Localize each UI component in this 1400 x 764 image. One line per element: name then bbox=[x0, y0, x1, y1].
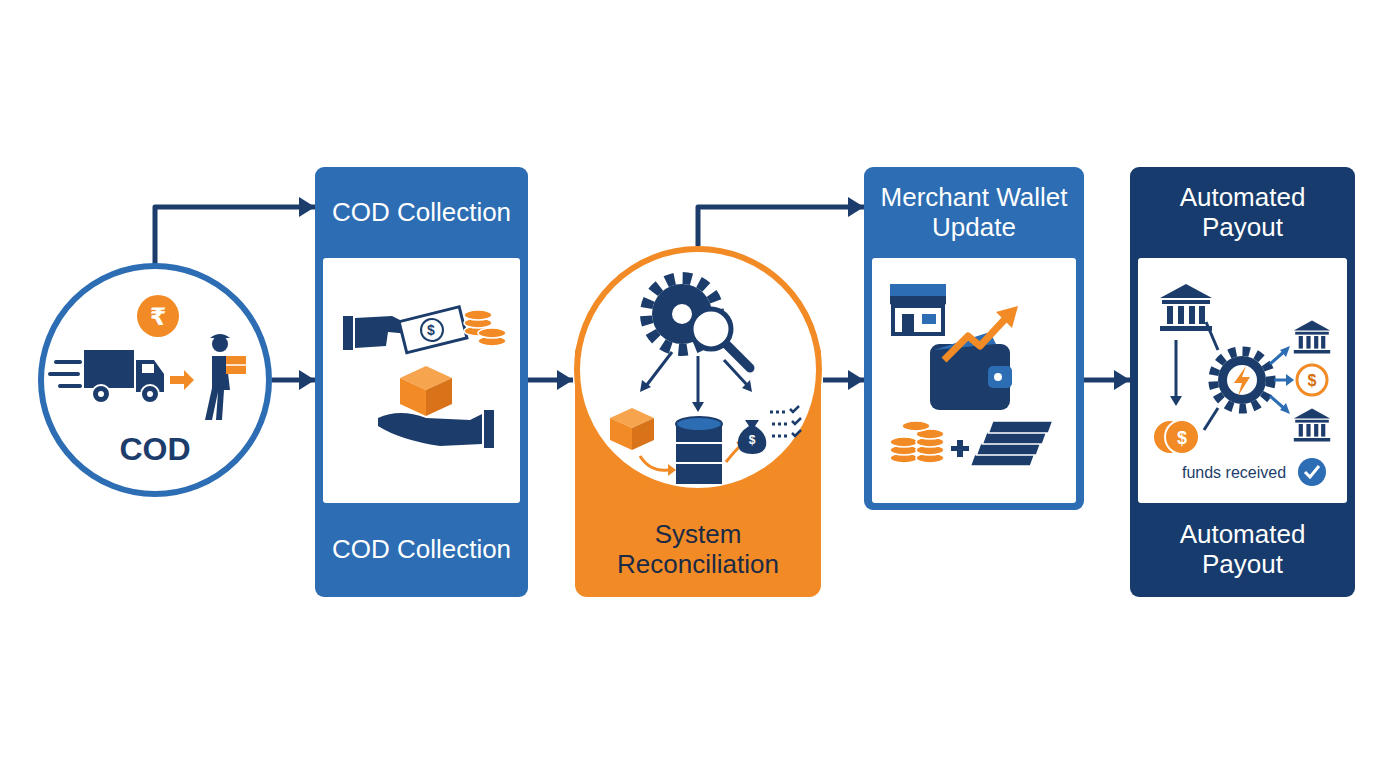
text-slot: System Reconciliation bbox=[573, 503, 823, 597]
wallet-icon bbox=[890, 284, 1053, 466]
node-text: COD Collection bbox=[332, 535, 511, 565]
node-text: Automated Payout bbox=[1138, 183, 1347, 243]
node-text: Automated Payout bbox=[1138, 520, 1347, 580]
node-text: System Reconciliation bbox=[581, 520, 815, 580]
currency-symbol: $ bbox=[749, 434, 756, 446]
flow-arrow bbox=[823, 378, 864, 383]
text-slot: Automated Payout bbox=[1130, 503, 1355, 597]
process-box: Automated PayoutAutomated Payout bbox=[1130, 167, 1355, 597]
currency-symbol: ₹ bbox=[150, 305, 167, 329]
node-text: COD bbox=[119, 431, 190, 468]
currency-symbol: $ bbox=[1308, 373, 1317, 389]
flow-arrow bbox=[155, 207, 315, 264]
payout-icon bbox=[1153, 284, 1330, 486]
reconciliation-icon bbox=[610, 278, 801, 484]
delivery-icon bbox=[50, 295, 246, 420]
process-box: COD CollectionCOD Collection bbox=[315, 167, 528, 597]
text-slot: COD Collection bbox=[315, 167, 528, 258]
node-text: Merchant Wallet Update bbox=[872, 183, 1076, 243]
process-box: Merchant Wallet Update bbox=[864, 167, 1084, 510]
flow-arrow bbox=[528, 378, 573, 383]
text-slot: Merchant Wallet Update bbox=[864, 167, 1084, 258]
text-slot: COD Collection bbox=[315, 503, 528, 597]
cod-start-circle: COD bbox=[38, 263, 272, 497]
text-slot: Automated Payout bbox=[1130, 167, 1355, 258]
flow-arrow bbox=[1084, 378, 1130, 383]
currency-symbol: $ bbox=[1177, 429, 1187, 447]
reconciliation-box: System Reconciliation bbox=[573, 245, 823, 597]
icon-panel bbox=[323, 258, 520, 503]
flow-arrow bbox=[272, 378, 315, 383]
node-text: COD Collection bbox=[332, 198, 511, 228]
cash-handover-icon bbox=[343, 307, 506, 448]
circle-border bbox=[41, 266, 269, 494]
reconciliation-circle bbox=[577, 249, 819, 491]
status-note: funds received bbox=[1182, 465, 1286, 481]
text-slot: COD bbox=[38, 423, 272, 475]
currency-symbol: $ bbox=[427, 323, 435, 337]
flow-arrow bbox=[698, 207, 864, 246]
icon-panel bbox=[872, 258, 1076, 503]
